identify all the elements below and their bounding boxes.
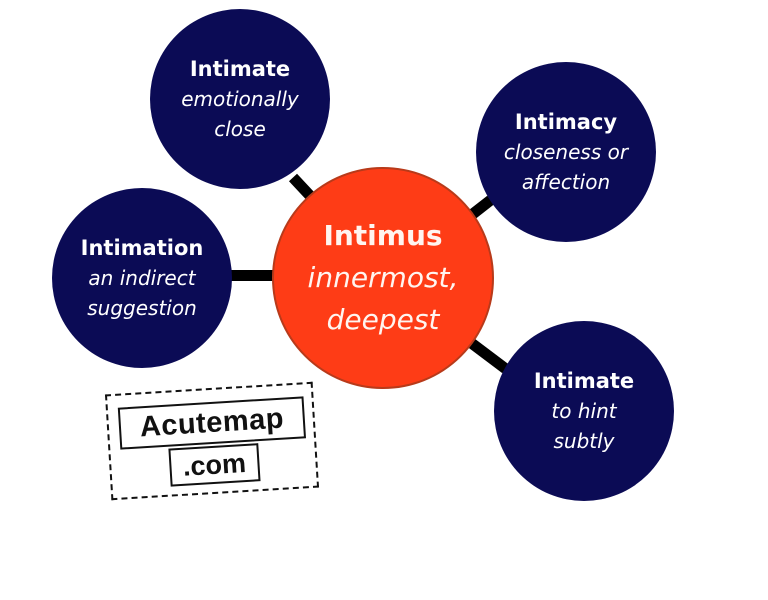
node-intimate-close: Intimate emotionally close [150, 9, 330, 189]
center-word: Intimus [323, 219, 443, 252]
connector-left [228, 270, 278, 281]
node-intimation: Intimation an indirect suggestion [52, 188, 232, 368]
node-word: Intimacy [514, 110, 618, 134]
center-meaning: innermost, deepest [307, 261, 459, 336]
node-word: Intimation [80, 236, 204, 260]
node-word: Intimate [533, 369, 635, 393]
center-node-intimus: Intimus innermost, deepest [272, 167, 494, 389]
node-meaning: closeness or affection [503, 140, 629, 194]
node-intimacy: Intimacy closeness or affection [476, 62, 656, 242]
node-meaning: an indirect suggestion [87, 266, 197, 320]
node-word: Intimate [189, 57, 291, 81]
acutemap-logo: Acutemap .com [104, 381, 320, 501]
node-meaning: to hint subtly [551, 399, 617, 453]
logo-line2: .com [168, 443, 261, 487]
connector-bottom-right [468, 339, 509, 374]
node-intimate-hint: Intimate to hint subtly [494, 321, 674, 501]
node-meaning: emotionally close [181, 87, 299, 141]
